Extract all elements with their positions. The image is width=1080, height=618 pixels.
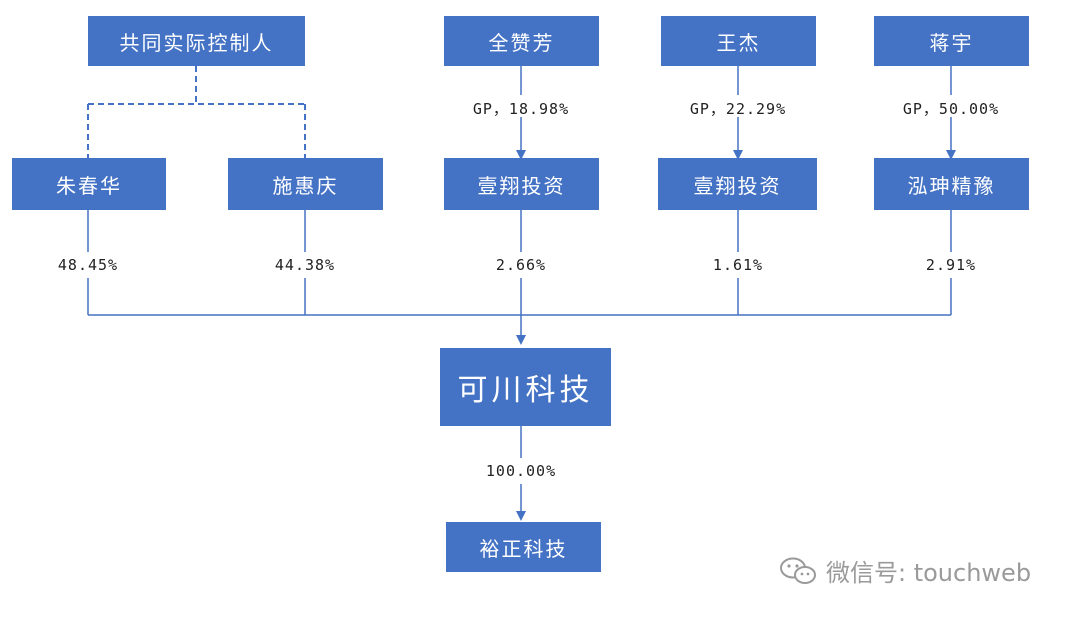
wechat-icon: [780, 557, 816, 584]
yuzheng-tech-box: 裕正科技: [446, 522, 601, 572]
hongkun-jingyu-box: 泓珅精豫: [874, 158, 1029, 210]
yixiang-investment-box-1: 壹翔投资: [444, 158, 599, 210]
watermark: 微信号: touchweb: [778, 553, 1031, 588]
joint-controller-box: 共同实际控制人: [88, 16, 305, 66]
watermark-text: 微信号: touchweb: [826, 559, 1032, 587]
zhu-chunhua-box: 朱春华: [12, 158, 166, 210]
pct-yixiang-2: 1.61%: [712, 256, 764, 274]
gp-label-wang-jie: GP，22.29%: [689, 100, 787, 118]
quan-zanfang-box: 全赞芳: [444, 16, 599, 66]
gp-label-jiang-yu: GP，50.00%: [902, 100, 1000, 118]
gp-label-quan-zanfang: GP，18.98%: [472, 100, 570, 118]
joint-control-bracket: [87, 66, 306, 158]
wang-jie-box: 王杰: [661, 16, 816, 66]
pct-kechuan-to-yuzheng: 100.00%: [485, 462, 557, 480]
pct-yixiang-1: 2.66%: [495, 256, 547, 274]
jiang-yu-box: 蒋宇: [874, 16, 1029, 66]
pct-shi-huiqing: 44.38%: [274, 256, 336, 274]
yixiang-investment-box-2: 壹翔投资: [658, 158, 817, 210]
kechuan-tech-box: 可川科技: [440, 348, 611, 426]
shareholding-risers: [87, 210, 952, 345]
pct-zhu-chunhua: 48.45%: [57, 256, 119, 274]
gp-arrows: [516, 66, 956, 160]
shi-huiqing-box: 施惠庆: [228, 158, 383, 210]
pct-hongkun: 2.91%: [925, 256, 977, 274]
